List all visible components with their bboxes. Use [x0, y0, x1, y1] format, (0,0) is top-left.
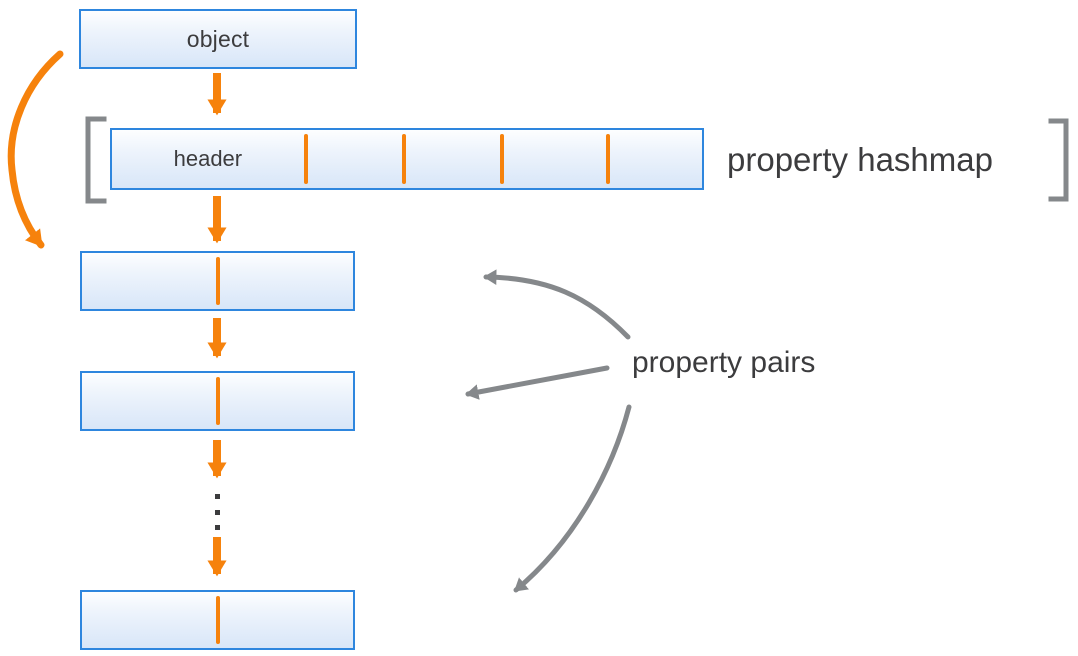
arrow-object-to-first-pair — [7, 50, 64, 249]
pair-divider — [215, 596, 220, 644]
hashmap-slot-divider — [605, 134, 610, 184]
property-pair-box-2 — [80, 371, 355, 431]
hashmap-header-label: header — [173, 146, 243, 171]
hashmap-box: header — [110, 128, 704, 190]
ellipsis-dot — [215, 525, 220, 530]
ellipsis-dot — [215, 509, 220, 515]
property-pair-box-1 — [80, 251, 355, 311]
object-box: object — [79, 9, 357, 69]
property-pairs-label: property pairs — [632, 346, 816, 379]
ellipsis — [215, 494, 220, 530]
hashmap-right-bracket-icon — [1048, 118, 1069, 202]
pair-divider — [215, 257, 220, 305]
ellipsis-dot — [215, 494, 220, 499]
property-pair-box-last — [80, 590, 355, 650]
hashmap-slot-divider — [303, 134, 308, 184]
hashmap-slot-divider — [499, 134, 504, 184]
pairs-arrow-to-pair1 — [483, 269, 631, 340]
hashmap-label: property hashmap — [727, 141, 993, 178]
pairs-arrow-to-last-pair — [513, 404, 632, 593]
pairs-arrow-to-pair2 — [465, 365, 610, 400]
pair-divider — [215, 377, 220, 425]
object-label: object — [186, 25, 250, 52]
hashmap-slot-divider — [402, 134, 407, 184]
hashmap-left-bracket-icon — [85, 116, 107, 204]
